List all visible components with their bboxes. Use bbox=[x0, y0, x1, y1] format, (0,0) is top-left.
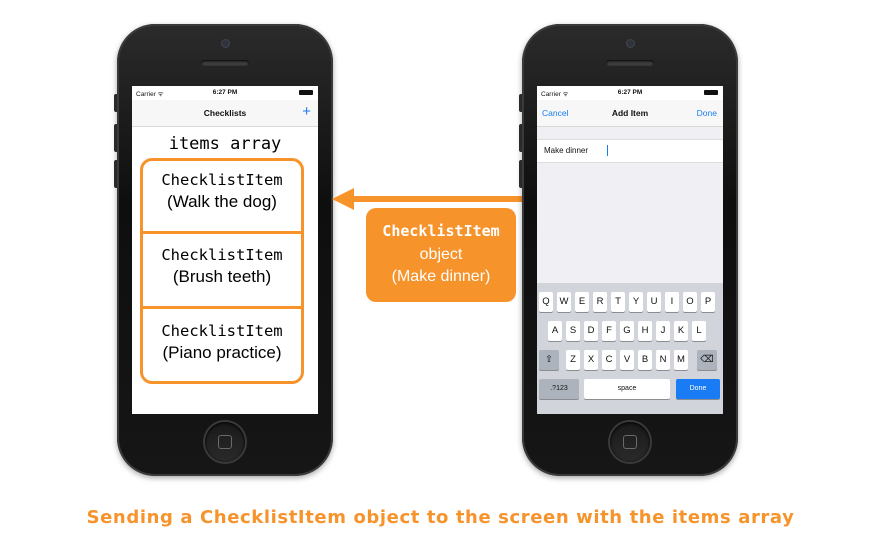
key-n[interactable]: N bbox=[656, 350, 670, 370]
camera-icon bbox=[627, 40, 634, 47]
volume-down-button bbox=[519, 160, 522, 188]
object-class-name: ChecklistItem bbox=[382, 222, 500, 240]
checklist-item-object-box: ChecklistItem object (Make dinner) bbox=[366, 208, 516, 302]
item-text-value: Make dinner bbox=[544, 146, 589, 155]
key-w[interactable]: W bbox=[557, 292, 571, 312]
cancel-button[interactable]: Cancel bbox=[542, 108, 569, 118]
shift-key[interactable]: ⇧ bbox=[539, 350, 559, 370]
key-f[interactable]: F bbox=[602, 321, 616, 341]
key-q[interactable]: Q bbox=[539, 292, 553, 312]
key-u[interactable]: U bbox=[647, 292, 661, 312]
list-item: ChecklistItem (Piano practice) bbox=[143, 320, 301, 364]
nav-bar: Cancel Add Item Done bbox=[537, 100, 723, 127]
item-text: (Brush teeth) bbox=[172, 267, 272, 286]
key-t[interactable]: T bbox=[611, 292, 625, 312]
battery-icon bbox=[299, 90, 313, 95]
key-d[interactable]: D bbox=[584, 321, 598, 341]
numbers-key[interactable]: .?123 bbox=[539, 379, 579, 399]
key-c[interactable]: C bbox=[602, 350, 616, 370]
items-array-box: ChecklistItem (Walk the dog) ChecklistIt… bbox=[140, 158, 304, 384]
mute-switch bbox=[519, 94, 522, 112]
text-caret bbox=[607, 145, 608, 156]
item-class-name: ChecklistItem bbox=[161, 246, 283, 264]
volume-down-button bbox=[114, 160, 117, 188]
mute-switch bbox=[114, 94, 117, 112]
status-bar: Carrier ᯤ 6:27 PM bbox=[537, 86, 723, 100]
done-button[interactable]: Done bbox=[696, 108, 717, 118]
keyboard-done-key[interactable]: Done bbox=[676, 379, 720, 399]
key-x[interactable]: X bbox=[584, 350, 598, 370]
right-phone: Carrier ᯤ 6:27 PM Cancel Add Item Done M… bbox=[519, 24, 738, 476]
nav-bar: Checklists + bbox=[132, 100, 318, 127]
key-r[interactable]: R bbox=[593, 292, 607, 312]
object-word: object bbox=[419, 246, 463, 263]
item-divider bbox=[143, 231, 301, 234]
left-phone: Carrier ᯤ 6:27 PM Checklists + items arr… bbox=[114, 24, 333, 476]
backspace-key[interactable]: ⌫ bbox=[697, 350, 717, 370]
object-text: (Make dinner) bbox=[391, 268, 491, 285]
volume-up-button bbox=[519, 124, 522, 152]
status-time: 6:27 PM bbox=[212, 89, 238, 96]
checklists-screen: Carrier ᯤ 6:27 PM Checklists + items arr… bbox=[132, 86, 318, 414]
key-l[interactable]: L bbox=[692, 321, 706, 341]
carrier-label: Carrier ᯤ bbox=[136, 91, 164, 98]
status-time: 6:27 PM bbox=[617, 89, 643, 96]
nav-title: Checklists bbox=[203, 108, 247, 118]
key-v[interactable]: V bbox=[620, 350, 634, 370]
key-b[interactable]: B bbox=[638, 350, 652, 370]
key-h[interactable]: H bbox=[638, 321, 652, 341]
key-o[interactable]: O bbox=[683, 292, 697, 312]
add-item-button[interactable]: + bbox=[302, 103, 311, 120]
key-j[interactable]: J bbox=[656, 321, 670, 341]
home-button bbox=[610, 422, 650, 462]
diagram-caption: Sending a ChecklistItem object to the sc… bbox=[86, 507, 795, 528]
item-text: (Walk the dog) bbox=[167, 192, 277, 211]
key-i[interactable]: I bbox=[665, 292, 679, 312]
key-e[interactable]: E bbox=[575, 292, 589, 312]
item-text: (Piano practice) bbox=[162, 343, 282, 362]
item-class-name: ChecklistItem bbox=[161, 171, 283, 189]
arrow-head-icon bbox=[332, 188, 354, 210]
key-s[interactable]: S bbox=[566, 321, 580, 341]
key-y[interactable]: Y bbox=[629, 292, 643, 312]
nav-title: Add Item bbox=[611, 108, 649, 118]
space-key[interactable]: space bbox=[584, 379, 670, 399]
key-k[interactable]: K bbox=[674, 321, 688, 341]
arrow-shaft bbox=[350, 196, 572, 202]
key-p[interactable]: P bbox=[701, 292, 715, 312]
camera-icon bbox=[222, 40, 229, 47]
item-divider bbox=[143, 306, 301, 309]
add-item-screen: Carrier ᯤ 6:27 PM Cancel Add Item Done M… bbox=[537, 86, 723, 414]
status-bar: Carrier ᯤ 6:27 PM bbox=[132, 86, 318, 100]
list-item: ChecklistItem (Brush teeth) bbox=[143, 244, 301, 288]
list-item: ChecklistItem (Walk the dog) bbox=[143, 169, 301, 213]
battery-icon bbox=[704, 90, 718, 95]
carrier-label: Carrier ᯤ bbox=[541, 91, 569, 98]
home-button bbox=[205, 422, 245, 462]
key-z[interactable]: Z bbox=[566, 350, 580, 370]
form-background: Make dinner bbox=[537, 127, 723, 283]
key-g[interactable]: G bbox=[620, 321, 634, 341]
item-text-field[interactable]: Make dinner bbox=[537, 139, 723, 163]
keyboard: Q W E R T Y U I O P A S D F G H J K L ⇧ … bbox=[537, 283, 723, 414]
speaker-grille bbox=[201, 60, 249, 66]
key-a[interactable]: A bbox=[548, 321, 562, 341]
items-array-label: items array bbox=[168, 134, 282, 154]
item-class-name: ChecklistItem bbox=[161, 322, 283, 340]
speaker-grille bbox=[606, 60, 654, 66]
volume-up-button bbox=[114, 124, 117, 152]
key-m[interactable]: M bbox=[674, 350, 688, 370]
